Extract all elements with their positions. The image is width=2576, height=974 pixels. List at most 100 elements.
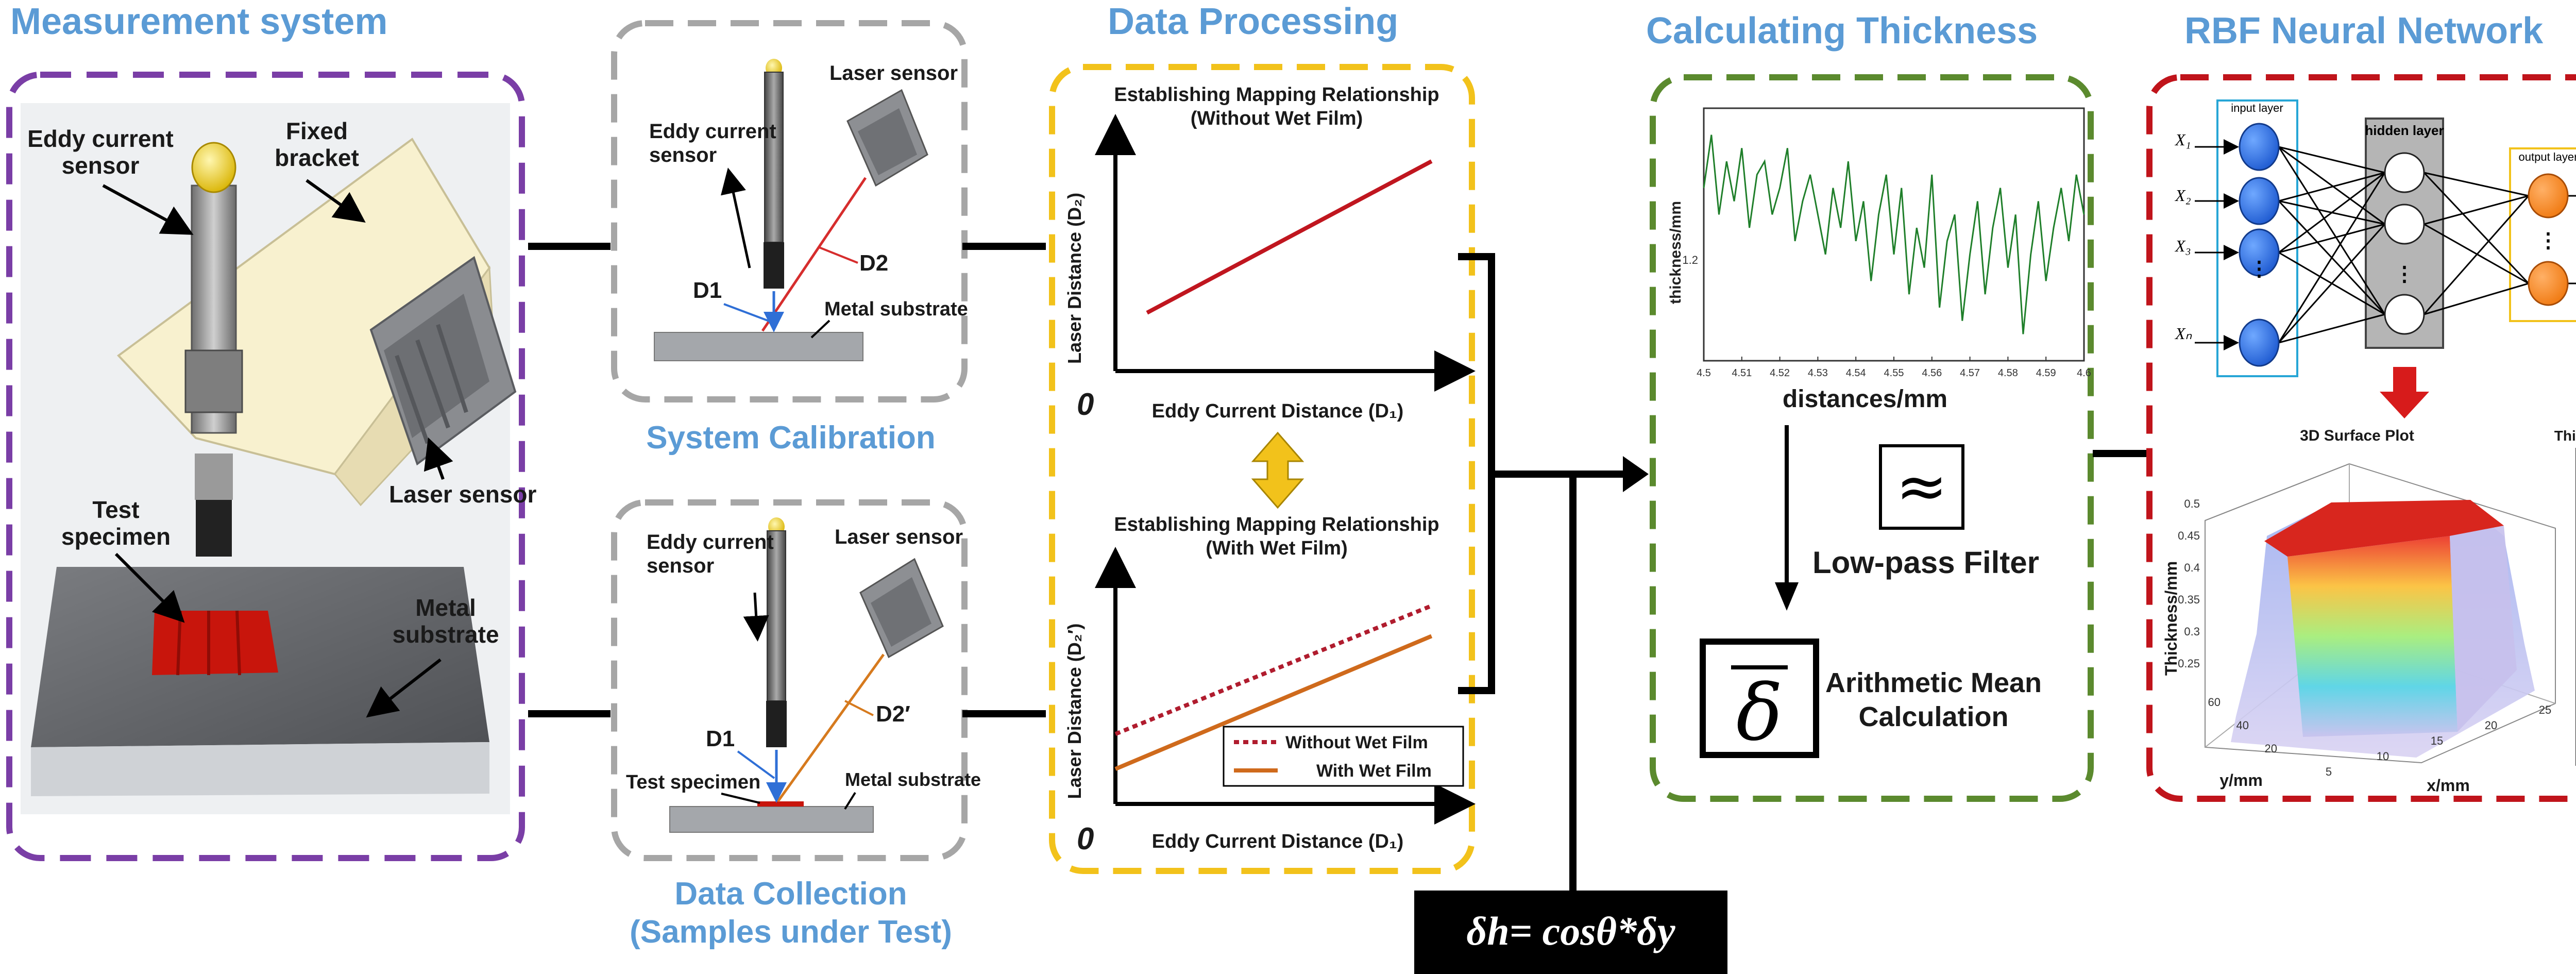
- svg-text:⋮: ⋮: [2249, 258, 2269, 280]
- collect-eddy-sensor: [767, 530, 786, 701]
- rbf-network-diagram: input layer hidden layer output layer ⋮ …: [2174, 99, 2576, 377]
- label-metal-substrate-l2: substrate: [392, 621, 499, 648]
- collection-caption-l2: (Samples under Test): [630, 914, 952, 950]
- svg-text:⋮: ⋮: [2538, 229, 2558, 252]
- proc-bottom-title-l2: (With Wet Film): [1206, 538, 1347, 559]
- proc-top-title-l1: Establishing Mapping Relationship: [1114, 84, 1439, 106]
- surface-xtick: 10: [2377, 750, 2389, 763]
- calib-label-eddy-l2: sensor: [649, 144, 717, 166]
- thick-xtick: 4.52: [1770, 367, 1790, 379]
- calibration-caption: System Calibration: [646, 420, 936, 456]
- surface-plot-3d: [2205, 463, 2556, 764]
- series-line-0: [1114, 603, 1433, 736]
- calib-label-laser: Laser sensor: [829, 62, 958, 85]
- surface-xlabel: x/mm: [2427, 776, 2470, 795]
- label-fixed-bracket-l2: bracket: [275, 144, 359, 171]
- proc-bottom-title-l1: Establishing Mapping Relationship: [1114, 514, 1439, 535]
- calib-eddy-sensor: [764, 72, 784, 243]
- proc-top-title-l2: (Without Wet Film): [1191, 108, 1363, 129]
- input-x2-label: X₂: [2174, 186, 2191, 205]
- section-title-thickness: Calculating Thickness: [1646, 10, 2038, 52]
- label-eddy-sensor-l1: Eddy current: [27, 125, 174, 152]
- output-node-0: [2528, 173, 2569, 219]
- proc-bottom-origin: 0: [1077, 821, 1094, 856]
- surface-plot-title: 3D Surface Plot: [2300, 427, 2414, 444]
- hidden-node-0: [2384, 152, 2425, 193]
- surface-ylabel: y/mm: [2219, 771, 2263, 790]
- calib-laser-beam: [761, 177, 867, 332]
- collect-label-laser: Laser sensor: [835, 526, 963, 548]
- label-test-specimen-l1: Test: [92, 496, 139, 523]
- thick-xtick: 4.59: [2036, 367, 2056, 379]
- calib-label-d2: D2: [859, 250, 888, 276]
- label-eddy-sensor-l2: sensor: [62, 152, 140, 179]
- formula-text: δh= cosθ*δy: [1466, 909, 1675, 953]
- input-x3-label: X₃: [2174, 237, 2191, 255]
- surface-ztick: 0.45: [2178, 529, 2200, 542]
- surface-top-ridge: [2264, 500, 2504, 557]
- thick-xtick: 4.55: [1884, 367, 1904, 379]
- series-line-1: [1114, 634, 1433, 771]
- arithmetic-mean-icon: [1700, 639, 1819, 758]
- thick-xtick: 4.57: [1960, 367, 1980, 379]
- surface-ztick: 0.5: [2184, 497, 2200, 510]
- surface-xtick: 15: [2431, 734, 2443, 747]
- input-node-3: [2239, 318, 2280, 367]
- surface-ztick: 0.25: [2178, 657, 2200, 670]
- surface-zlabel: Thickness/mm: [2162, 561, 2180, 676]
- low-pass-filter-icon: [1879, 444, 1964, 530]
- calib-label-eddy-l1: Eddy current: [649, 120, 776, 143]
- mapping-chart-with-wet-film: [1095, 547, 1476, 825]
- label-test-specimen-l2: specimen: [61, 523, 171, 550]
- input-node-1: [2239, 177, 2280, 225]
- thick-ytick: 1.2: [1682, 254, 1698, 266]
- calib-label-metal: Metal substrate: [824, 298, 968, 320]
- surface-ytick: 40: [2236, 719, 2249, 732]
- section-title-processing: Data Processing: [1108, 1, 1398, 42]
- surface-front-face: [2287, 536, 2458, 737]
- collect-metal-plate: [669, 806, 874, 833]
- collection-caption-l1: Data Collection: [674, 876, 907, 912]
- section-title-measurement: Measurement system: [10, 1, 387, 42]
- surface-xtick: 5: [2326, 765, 2332, 778]
- surface-xtick: 25: [2539, 703, 2551, 716]
- eddy-sensor-cap: [191, 142, 236, 193]
- collect-label-eddy-l2: sensor: [647, 555, 714, 577]
- thick-xtick: 4.51: [1732, 367, 1752, 379]
- collect-laser-beam: [776, 653, 885, 802]
- low-pass-filter-label: Low-pass Filter: [1812, 545, 2039, 580]
- label-metal-substrate-l1: Metal: [415, 594, 476, 621]
- surface-ytick: 60: [2208, 696, 2221, 709]
- arithmetic-mean-label-l1: Arithmetic Mean: [1825, 667, 2042, 698]
- surface-ztick: 0.3: [2184, 625, 2200, 638]
- legend-label-without: Without Wet Film: [1285, 733, 1428, 752]
- section-title-rbf: RBF Neural Network: [2184, 10, 2544, 52]
- colorbar-title: Thickness/mm: [2554, 428, 2576, 444]
- test-specimen-block: [152, 610, 278, 676]
- formula-box: [1414, 891, 1727, 974]
- proc-legend: Without Wet Film With Wet Film: [1223, 726, 1464, 787]
- surface-ytick: 20: [2265, 742, 2277, 755]
- proc-top-origin: 0: [1077, 387, 1094, 422]
- thick-plot-area: [1703, 107, 2085, 362]
- input-xn-label: Xₙ: [2174, 324, 2193, 343]
- hidden-node-1: [2384, 204, 2425, 245]
- low-pass-filter-symbol: ≈: [1896, 451, 1948, 523]
- collect-label-d1: D1: [706, 726, 735, 751]
- collect-label-eddy-l1: Eddy current: [647, 531, 774, 553]
- thick-xtick: 4.53: [1808, 367, 1828, 379]
- output-node-1: [2528, 261, 2569, 306]
- surface-ztick: 0.4: [2184, 561, 2200, 574]
- merge-connector: [1458, 253, 1649, 897]
- collect-label-specimen: Test specimen: [626, 771, 760, 793]
- input-node-0: [2239, 123, 2280, 171]
- thick-ylabel: thickness/mm: [1667, 201, 1684, 304]
